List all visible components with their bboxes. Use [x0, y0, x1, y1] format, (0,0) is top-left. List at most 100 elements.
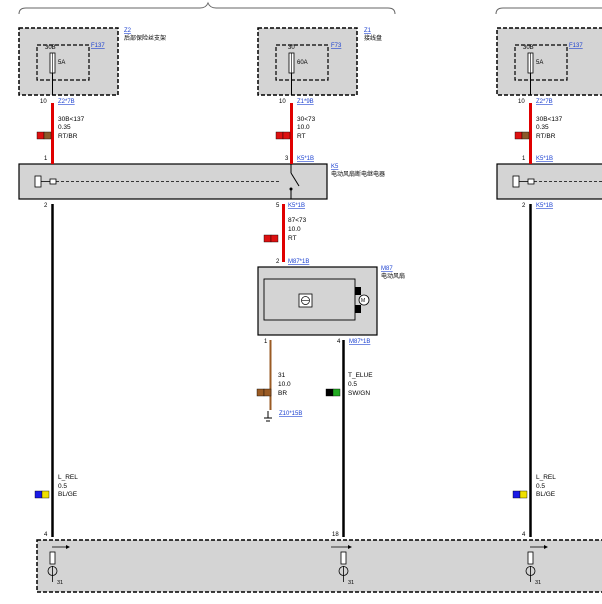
wire-size: 10.0	[297, 124, 310, 131]
wire-color: BL/GE	[536, 491, 556, 498]
connector-link[interactable]: Z2*7B	[58, 99, 75, 105]
pin-number: 10	[279, 99, 286, 105]
connector-link[interactable]: K5*1B	[536, 156, 553, 162]
top-brace	[18, 1, 396, 15]
wire-color: RT/BR	[536, 133, 556, 140]
fuse-f137-link[interactable]: F137	[91, 43, 105, 49]
z2-fuse-holder-repeat: 30B 5A	[496, 27, 602, 96]
wire-color: RT/BR	[58, 133, 78, 140]
wire-signal: L_REL	[58, 474, 78, 481]
pin-number: 3	[285, 156, 289, 162]
wire-color-swatch	[256, 388, 265, 397]
pin-number: 2	[276, 259, 280, 265]
wire-color-swatch	[41, 490, 50, 499]
pin-number: 5	[276, 203, 280, 209]
fuse-terminal-label: 30B	[45, 45, 56, 51]
wire-color: BR	[278, 390, 287, 397]
pin-number: 2	[44, 203, 48, 209]
connector-link[interactable]: M87*1B	[349, 339, 370, 345]
connector-link[interactable]: K5*1B	[288, 203, 305, 209]
wire-label-w5: T_ELUE 0.5 SW/GN	[325, 372, 373, 397]
wire-color: SW/GN	[348, 390, 370, 397]
wire-color-swatch	[36, 131, 45, 140]
wire-size: 10.0	[278, 381, 291, 388]
wire-signal: 30B<137	[536, 116, 563, 123]
wire-label-w4: 31 10.0 BR	[256, 372, 291, 397]
connector-link[interactable]: Z2*7B	[536, 99, 553, 105]
wire-color-swatch	[270, 234, 279, 243]
wire-color-swatch	[519, 490, 528, 499]
ground-31-label: 31	[57, 580, 63, 586]
pin-number: 1	[44, 156, 48, 162]
z2-link[interactable]: Z2	[124, 28, 132, 34]
m87-fan-motor: M	[257, 266, 378, 336]
connector-link[interactable]: K5*1B	[297, 156, 314, 162]
fuse-terminal-label: 30B	[523, 45, 534, 51]
pin-number: 2	[522, 203, 526, 209]
wire-color-swatch	[34, 490, 43, 499]
wire-label-w3: 87<73 10.0 RT	[263, 217, 307, 243]
fuse-rating: 5A	[58, 60, 65, 66]
k5-link[interactable]: K5	[331, 164, 339, 170]
z1-name: 接线盘	[364, 34, 382, 42]
wire-signal: 87<73	[288, 217, 307, 224]
pin-number: 10	[40, 99, 47, 105]
wire-color-swatch	[282, 131, 291, 140]
pin-number: 18	[332, 532, 339, 538]
fuse-rating: 60A	[297, 60, 308, 66]
wire-signal: 30B<137	[58, 116, 85, 123]
pin-number: 4	[337, 339, 341, 345]
wire-label-w6-repeat: L_REL 0.5 BL/GE	[512, 474, 556, 499]
pin-number: 10	[518, 99, 525, 105]
wire-signal: 30<73	[297, 116, 316, 123]
ground-31-label: 31	[348, 580, 354, 586]
wire-label-w1: 30B<137 0.35 RT/BR	[36, 116, 85, 140]
bottom-module	[36, 539, 602, 593]
wire-color-swatch	[275, 131, 284, 140]
wire-color: RT	[288, 235, 297, 242]
wire-color-swatch	[514, 131, 523, 140]
k5-name: 电动风扇断电继电器	[331, 170, 385, 178]
wire-color-swatch	[521, 131, 530, 140]
svg-text:M: M	[361, 298, 365, 304]
ground-link[interactable]: Z10*15B	[279, 411, 302, 417]
fuse-rating: 5A	[536, 60, 543, 66]
z2-name: 后部保险丝支架	[124, 34, 166, 42]
wire-size: 10.0	[288, 226, 301, 233]
wire-color-swatch	[263, 388, 272, 397]
fuse-terminal-label: 30	[288, 45, 295, 51]
connector-link[interactable]: M87*1B	[288, 259, 309, 265]
wire-size: 0.5	[536, 483, 545, 490]
pin-number: 4	[522, 532, 526, 538]
wire-color-swatch	[43, 131, 52, 140]
wire-color-swatch	[512, 490, 521, 499]
wire-size: 0.35	[58, 124, 71, 131]
k5-relay	[18, 163, 328, 200]
pin-number: 1	[264, 339, 268, 345]
top-brace-right	[495, 7, 602, 15]
z2-fuse-holder: 30B 5A	[18, 27, 119, 96]
z1-fuse-box: 30 60A	[257, 27, 358, 96]
ground-31-label: 31	[535, 580, 541, 586]
connector-link[interactable]: Z1*9B	[297, 99, 314, 105]
wire-label-w2: 30<73 10.0 RT	[275, 116, 316, 140]
wire-signal: 31	[278, 372, 286, 379]
wire-signal: L_REL	[536, 474, 556, 481]
wire-label-w6: L_REL 0.5 BL/GE	[34, 474, 78, 499]
k5-relay-repeat	[496, 163, 602, 200]
m87-link[interactable]: M87	[381, 266, 393, 272]
connector-link[interactable]: K5*1B	[536, 203, 553, 209]
wire-color: RT	[297, 133, 306, 140]
fuse-f137-link[interactable]: F137	[569, 43, 583, 49]
m87-name: 电动风扇	[381, 272, 405, 280]
z1-link[interactable]: Z1	[364, 28, 372, 34]
wire-label-w1-repeat: 30B<137 0.35 RT/BR	[514, 116, 563, 140]
wire-color: BL/GE	[58, 491, 78, 498]
wire-size: 0.5	[58, 483, 67, 490]
fuse-f73-link[interactable]: F73	[331, 43, 342, 49]
ground-symbol	[264, 411, 272, 422]
wire-color-swatch	[325, 388, 334, 397]
wire-color-swatch	[263, 234, 272, 243]
pin-number: 4	[44, 532, 48, 538]
wire-signal: T_ELUE	[348, 372, 373, 379]
